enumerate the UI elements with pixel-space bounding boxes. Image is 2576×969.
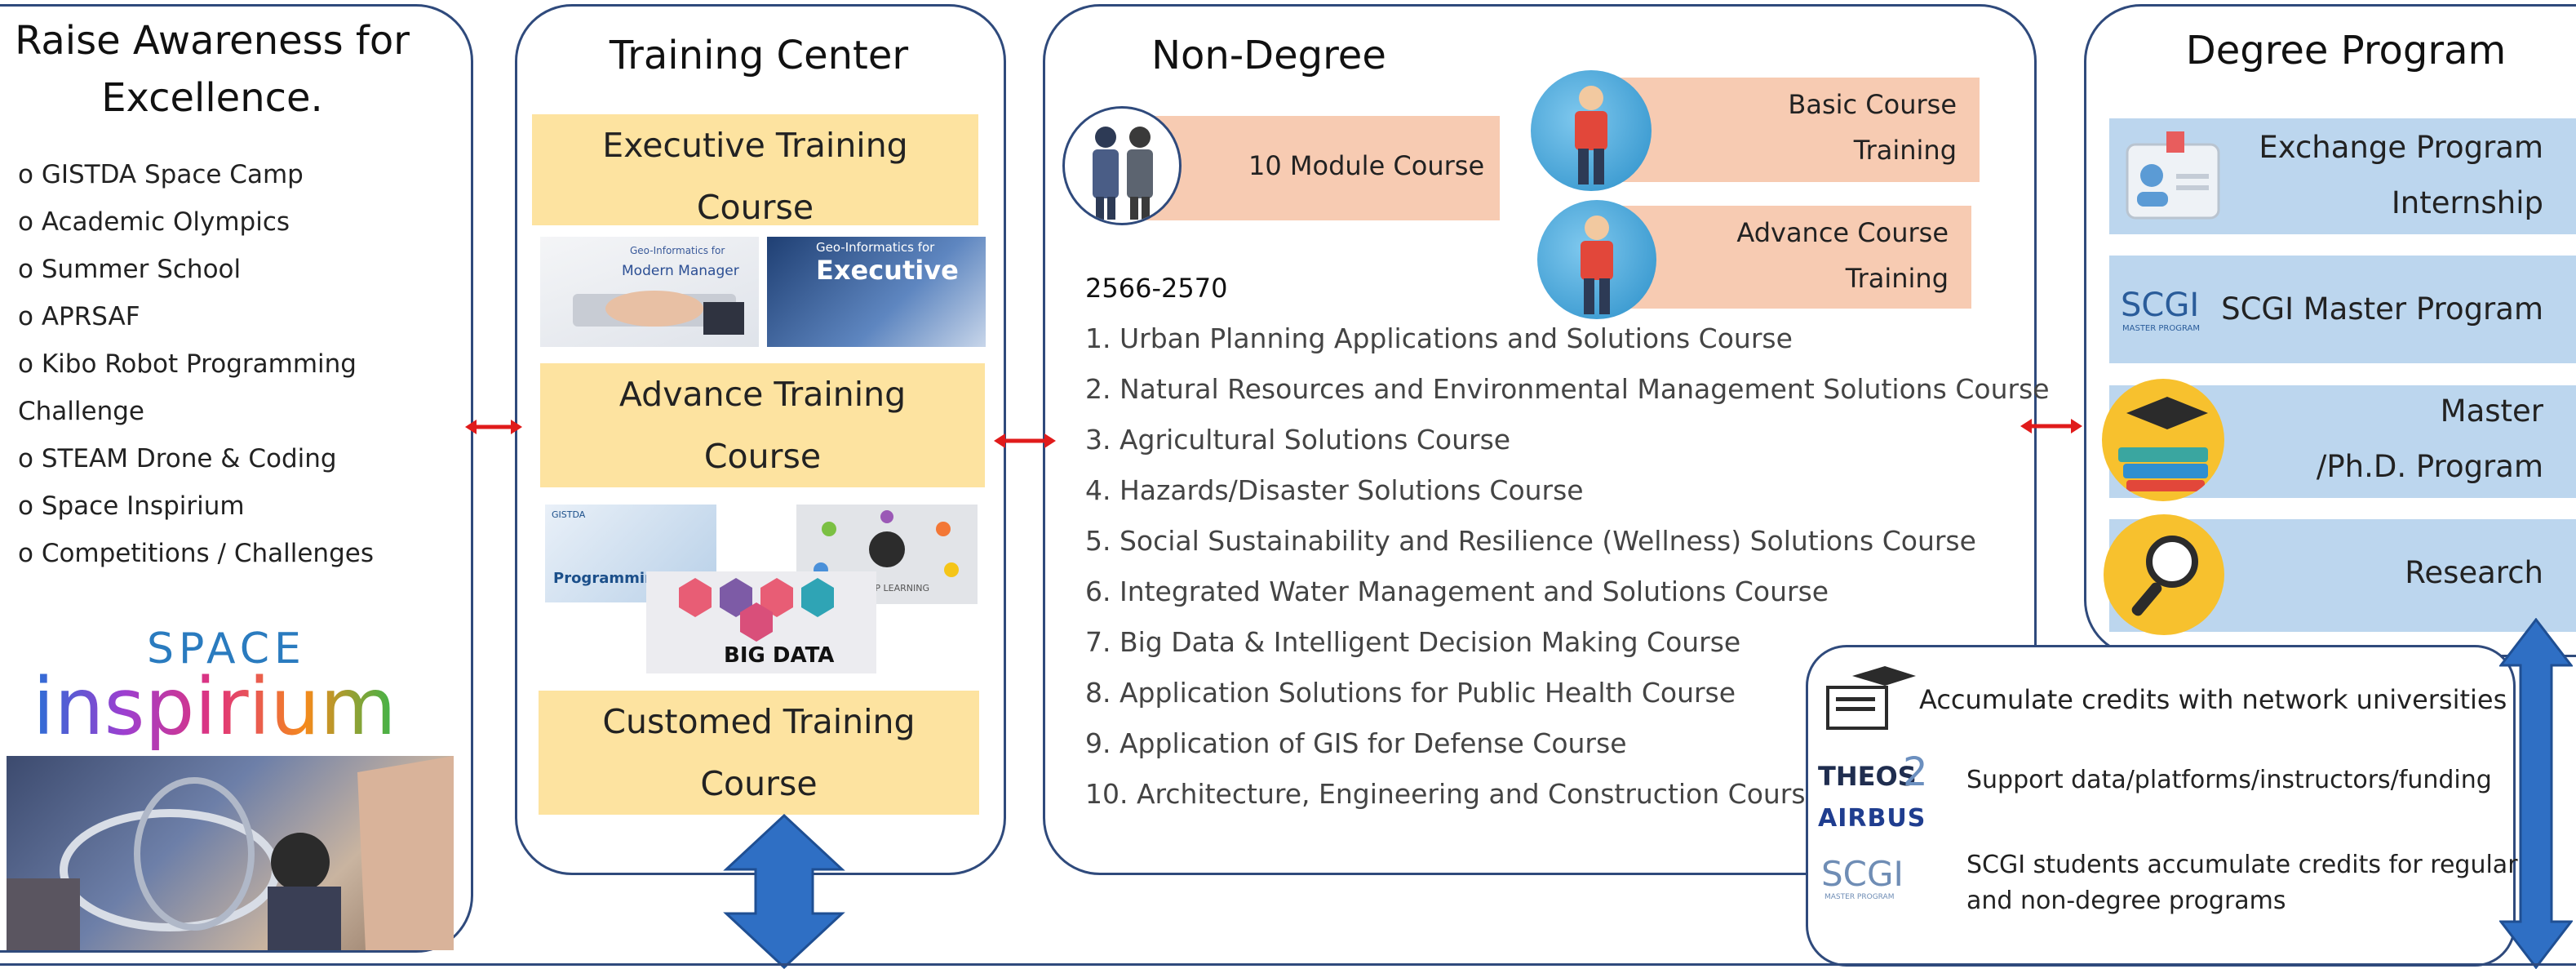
magnifier-icon: [2104, 514, 2224, 635]
support-panel: [1806, 645, 2516, 967]
theos-logo-text: THEOS: [1818, 761, 1917, 792]
advance-course-person-icon: [1537, 200, 1656, 319]
thumbnail-caption: GISTDA: [552, 509, 586, 520]
scgi-logo-subtext: MASTER PROGRAM: [2122, 324, 2200, 333]
logo-inspirium-text: inspirium: [33, 661, 397, 753]
students-credits-line1: SCGI students accumulate credits for reg…: [1966, 851, 2518, 879]
double-arrow-blue-vertical-icon: [2499, 618, 2573, 969]
scgi-master-box: SCGI Master Program SCGI MASTER PROGRAM: [2109, 256, 2576, 363]
airbus-logo-text: AIRBUS: [1818, 804, 1926, 833]
executive-thumbnail: Geo-Informatics for Executive: [767, 237, 986, 347]
advance-training-box: Advance Training Course: [540, 363, 985, 487]
graduation-books-icon: [2102, 379, 2224, 501]
training-center-title: Training Center: [609, 33, 909, 78]
list-item: 5. Social Sustainability and Resilience …: [1085, 525, 1976, 557]
executive-training-label-line1: Executive Training: [602, 126, 908, 165]
executive-training-label-line2: Course: [696, 188, 814, 227]
list-item: 3. Agricultural Solutions Course: [1085, 424, 1511, 456]
non-degree-title: Non-Degree: [1151, 33, 1386, 78]
list-item: 2. Natural Resources and Environmental M…: [1085, 373, 2050, 405]
basic-course-person-icon: [1531, 70, 1652, 191]
list-item: o Summer School: [18, 255, 242, 284]
graduation-certificate-icon: [1826, 666, 1916, 730]
list-item: 7. Big Data & Intelligent Decision Makin…: [1085, 626, 1741, 658]
customed-training-box: Customed Training Course: [539, 691, 979, 815]
id-card-icon: [2126, 131, 2220, 220]
scgi-logo-text: SCGI: [2121, 287, 2200, 324]
person-figure-svg: [1581, 216, 1613, 314]
hexagon-network-illustration: [679, 578, 834, 642]
advance-course-label-line2: Training: [1845, 263, 1949, 294]
laptop-hands-illustration: [573, 291, 744, 335]
advance-training-label-line2: Course: [703, 437, 822, 476]
thumbnail-caption: Geo-Informatics for: [630, 245, 725, 256]
list-item: o Competitions / Challenges: [18, 539, 374, 568]
list-item: 10. Architecture, Engineering and Constr…: [1085, 778, 1822, 810]
photo-illustration: [7, 756, 454, 950]
advance-course-label-line1: Advance Course: [1736, 217, 1949, 248]
awareness-title-line2: Excellence.: [101, 75, 323, 121]
list-item: o Space Inspirium: [18, 491, 245, 521]
list-item: 6. Integrated Water Management and Solut…: [1085, 576, 1829, 607]
double-arrow-red-icon: [2020, 419, 2082, 433]
brain-network-illustration: [814, 510, 959, 577]
list-item: o Academic Olympics: [18, 207, 290, 237]
person-figure-svg: [1575, 86, 1607, 184]
double-arrow-red-icon: [465, 420, 522, 434]
awareness-title-line1: Raise Awareness for: [15, 18, 410, 64]
students-credits-line2: and non-degree programs: [1966, 887, 2286, 915]
bottom-divider: [0, 963, 2576, 966]
exchange-program-label-line2: Internship: [2391, 185, 2543, 220]
list-item: o Kibo Robot Programming: [18, 349, 357, 379]
list-item: Challenge: [18, 397, 144, 426]
advance-training-label-line1: Advance Training: [619, 375, 907, 414]
degree-program-title: Degree Program: [2185, 28, 2507, 73]
customed-training-label-line1: Customed Training: [602, 702, 916, 741]
double-arrow-blue-vertical-icon: [723, 814, 845, 969]
years-label: 2566-2570: [1085, 273, 1228, 304]
list-item: 9. Application of GIS for Defense Course: [1085, 727, 1627, 759]
business-handshake-icon: [1062, 106, 1182, 225]
thumbnail-caption: Geo-Informatics for: [816, 240, 935, 255]
magnifier-svg: [2131, 536, 2198, 616]
space-camp-photo: [7, 756, 454, 950]
theos-logo-number: 2: [1903, 749, 1928, 795]
phd-program-label-line1: Master: [2440, 393, 2543, 429]
thumbnail-caption: BIG DATA: [724, 643, 835, 668]
thumbnail-caption: Modern Manager: [622, 263, 739, 279]
exchange-program-label-line1: Exchange Program: [2259, 130, 2543, 165]
list-item: 1. Urban Planning Applications and Solut…: [1085, 322, 1793, 354]
module-course-label: 10 Module Course: [1248, 150, 1485, 181]
support-data-text: Support data/platforms/instructors/fundi…: [1966, 766, 2492, 794]
scgi-master-program-label: SCGI Master Program: [2221, 291, 2543, 327]
handshake-figures-svg: [1093, 127, 1153, 220]
list-item: 4. Hazards/Disaster Solutions Course: [1085, 474, 1584, 506]
modern-manager-thumbnail: Geo-Informatics for Modern Manager: [540, 237, 759, 347]
list-item: 8. Application Solutions for Public Heal…: [1085, 677, 1736, 709]
network-credits-text: Accumulate credits with network universi…: [1919, 684, 2507, 715]
executive-training-box: Executive Training Course: [532, 114, 978, 227]
thumbnail-caption: Executive: [816, 255, 959, 286]
customed-training-label-line2: Course: [700, 764, 818, 803]
double-arrow-red-icon: [994, 433, 1056, 448]
phd-program-label-line2: /Ph.D. Program: [2316, 449, 2543, 484]
basic-course-label-line2: Training: [1853, 135, 1957, 166]
module-course-box: 10 Module Course: [1110, 116, 1500, 220]
basic-course-label-line1: Basic Course: [1788, 89, 1957, 120]
list-item: o STEAM Drone & Coding: [18, 444, 337, 473]
exchange-program-box: Exchange Program Internship: [2109, 118, 2576, 234]
scgi-logo-text: SCGI: [1821, 854, 1904, 894]
list-item: o APRSAF: [18, 302, 140, 331]
big-data-thumbnail: BIG DATA: [646, 571, 876, 673]
research-label: Research: [2405, 555, 2543, 590]
list-item: o GISTDA Space Camp: [18, 160, 304, 189]
logo-space-text: SPACE: [147, 625, 306, 673]
scgi-logo-subtext: MASTER PROGRAM: [1824, 893, 1895, 901]
graduation-cap-svg: [2118, 397, 2208, 491]
